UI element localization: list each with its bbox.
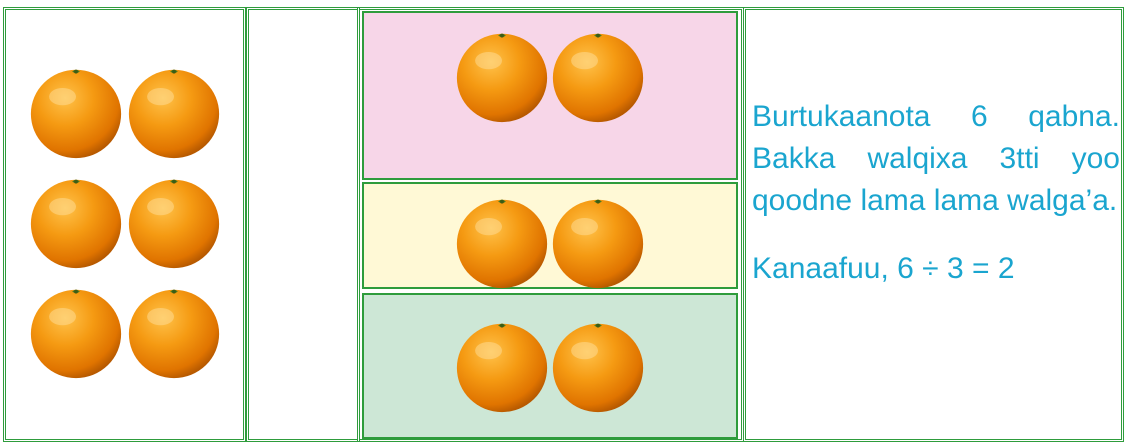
orange-icon xyxy=(454,28,550,124)
explanation-text: Burtukaanota 6 qabna. Bakka walqixa 3tti… xyxy=(752,96,1120,290)
orange-icon xyxy=(550,318,646,414)
orange-icon xyxy=(550,28,646,124)
explanation-paragraph: Burtukaanota 6 qabna. Bakka walqixa 3tti… xyxy=(752,96,1120,222)
empty-panel xyxy=(246,7,360,442)
orange-icon xyxy=(454,194,550,290)
orange-icon xyxy=(126,284,222,380)
orange-icon xyxy=(550,194,646,290)
division-equation: Kanaafuu, 6 ÷ 3 = 2 xyxy=(752,248,1120,290)
orange-icon xyxy=(28,284,124,380)
orange-icon xyxy=(28,174,124,270)
orange-icon xyxy=(454,318,550,414)
orange-icon xyxy=(126,174,222,270)
orange-icon xyxy=(126,64,222,160)
orange-icon xyxy=(28,64,124,160)
